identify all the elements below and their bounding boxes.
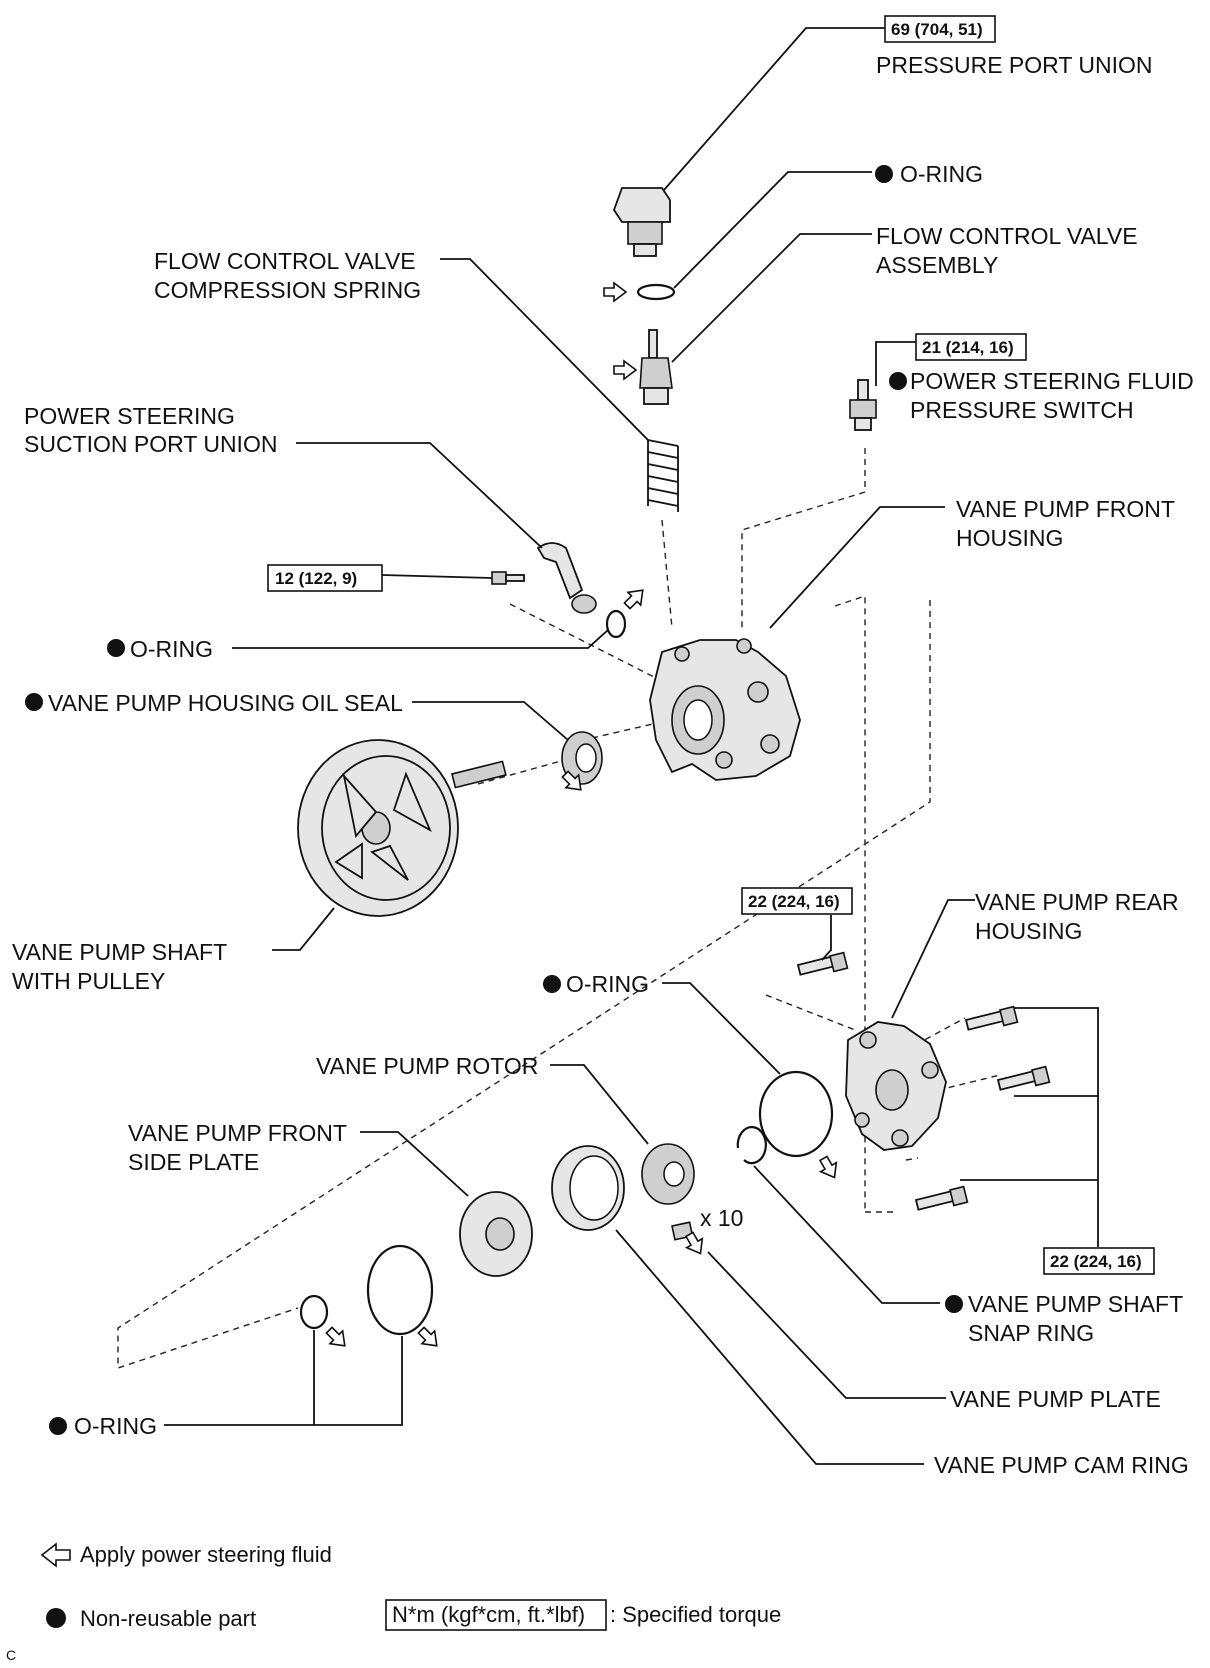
filled-dot-icon <box>945 1295 963 1313</box>
torque-suction-bolt-value: 12 (122, 9) <box>275 569 357 588</box>
label-fcv-spring-line1: FLOW CONTROL VALVE <box>154 248 416 274</box>
legend: Apply power steering fluid Non-reusable … <box>6 1542 781 1663</box>
label-shaft-pulley-line2: WITH PULLEY <box>12 968 165 994</box>
filled-dot-icon <box>889 372 907 390</box>
apply-fluid-arrows <box>325 281 838 1347</box>
pressure-port-union-part <box>612 187 671 257</box>
label-cam-ring: VANE PUMP CAM RING <box>934 1452 1189 1478</box>
suction-port-union-part <box>536 542 597 614</box>
corner-mark: C <box>6 1647 16 1663</box>
front-housing-part <box>649 638 801 781</box>
legend-torque-desc: : Specified torque <box>610 1602 781 1627</box>
label-rear-housing-line1: VANE PUMP REAR <box>975 889 1179 915</box>
oil-seal-part <box>561 731 603 785</box>
label-fcv-spring-line2: COMPRESSION SPRING <box>154 277 421 303</box>
leader-lines <box>164 27 1099 1465</box>
hollow-arrow-icon <box>818 1155 838 1179</box>
hollow-arrow-icon <box>684 1231 704 1255</box>
label-snap-ring-line1: VANE PUMP SHAFT <box>968 1291 1183 1317</box>
label-snap-ring-line2: SNAP RING <box>968 1320 1094 1346</box>
torque-pressure-port: 69 (704, 51) <box>884 15 996 43</box>
label-front-housing-line2: HOUSING <box>956 525 1063 551</box>
hollow-arrow-icon <box>623 589 644 610</box>
filled-dot-icon <box>875 165 893 183</box>
label-pressure-port-union: PRESSURE PORT UNION <box>876 52 1152 78</box>
legend-torque-unit: N*m (kgf*cm, ft.*lbf) <box>392 1602 585 1627</box>
label-fcv-assembly-line2: ASSEMBLY <box>876 252 998 278</box>
torque-rear-bolt-single-value: 22 (224, 16) <box>748 892 840 911</box>
label-fcv-assembly-line1: FLOW CONTROL VALVE <box>876 223 1138 249</box>
torque-pressure-switch: 21 (214, 16) <box>915 333 1027 361</box>
label-oring-bottom: O-RING <box>74 1413 157 1439</box>
shaft-pulley-part <box>297 739 507 917</box>
label-pressure-switch-line2: PRESSURE SWITCH <box>910 397 1134 423</box>
torque-pressure-switch-value: 21 (214, 16) <box>922 338 1014 357</box>
label-vane-plate: VANE PUMP PLATE <box>950 1386 1161 1412</box>
label-oring-mid: O-RING <box>130 636 213 662</box>
label-rotor: VANE PUMP ROTOR <box>316 1053 538 1079</box>
hollow-arrow-icon <box>417 1326 438 1347</box>
torque-rear-bolts-group: 22 (224, 16) <box>1043 1247 1155 1275</box>
rotor-part <box>641 1143 695 1205</box>
pressure-switch-part <box>849 379 877 431</box>
label-front-side-plate-line1: VANE PUMP FRONT <box>128 1120 347 1146</box>
filled-dot-icon <box>49 1417 67 1435</box>
cam-ring-part <box>551 1145 625 1231</box>
label-oil-seal: VANE PUMP HOUSING OIL SEAL <box>48 690 403 716</box>
legend-non-reusable: Non-reusable part <box>80 1606 256 1631</box>
hollow-arrow-icon <box>325 1326 346 1347</box>
hollow-arrow-icon <box>613 359 638 381</box>
label-front-side-plate-line2: SIDE PLATE <box>128 1149 259 1175</box>
rear-bolts-group-part <box>914 1005 1051 1211</box>
oring-bottom-small-part <box>299 1294 329 1330</box>
snap-ring-part <box>736 1125 767 1165</box>
hollow-arrow-icon <box>561 770 582 791</box>
torque-rear-bolts-group-value: 22 (224, 16) <box>1050 1252 1142 1271</box>
rear-bolt-single-part <box>796 951 849 976</box>
oring-bottom-large-part <box>366 1244 434 1336</box>
filled-dot-icon <box>543 975 561 993</box>
rear-housing-part <box>845 1021 947 1151</box>
label-rear-housing-line2: HOUSING <box>975 918 1082 944</box>
torque-rear-bolt-single: 22 (224, 16) <box>741 887 853 915</box>
assembly-dashed-lines <box>117 448 1001 1369</box>
hollow-arrow-icon <box>40 1542 71 1568</box>
label-suction-union-line2: SUCTION PORT UNION <box>24 431 277 457</box>
label-vane-quantity: x 10 <box>700 1205 743 1231</box>
torque-pressure-port-value: 69 (704, 51) <box>891 20 983 39</box>
front-side-plate-part <box>459 1191 533 1277</box>
label-shaft-pulley-line1: VANE PUMP SHAFT <box>12 939 227 965</box>
label-front-housing-line1: VANE PUMP FRONT <box>956 496 1175 522</box>
suction-bolt-part <box>491 571 525 585</box>
label-oring-top: O-RING <box>900 161 983 187</box>
label-oring-rear: O-RING <box>566 971 649 997</box>
legend-apply-fluid: Apply power steering fluid <box>80 1542 332 1567</box>
label-pressure-switch-line1: POWER STEERING FLUID <box>910 368 1194 394</box>
oring-top-part <box>636 283 676 301</box>
flow-control-valve-part <box>639 329 673 405</box>
torque-suction-bolt: 12 (122, 9) <box>267 564 383 592</box>
hollow-arrow-icon <box>603 281 628 303</box>
oring-mid-part <box>605 609 627 639</box>
label-suction-union-line1: POWER STEERING <box>24 403 235 429</box>
oring-rear-part <box>758 1070 834 1158</box>
filled-dot-icon <box>107 639 125 657</box>
filled-dot-icon <box>25 693 43 711</box>
filled-dot-icon <box>46 1608 66 1628</box>
compression-spring-part <box>647 439 679 512</box>
